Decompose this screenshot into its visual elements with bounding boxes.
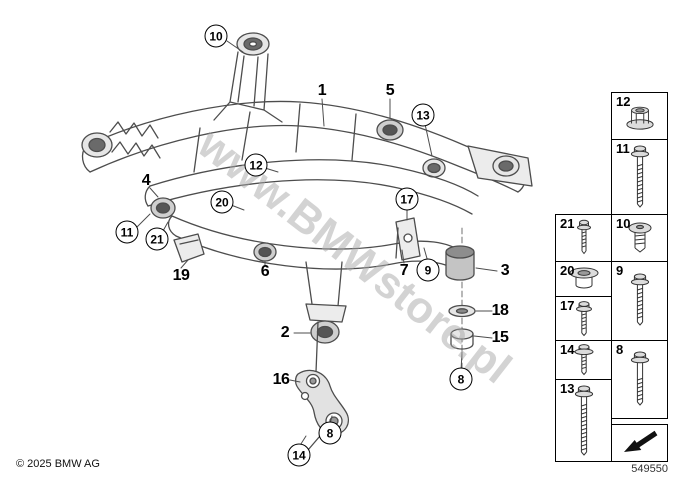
callout-11[interactable]: 11 — [115, 220, 139, 244]
callout-8[interactable]: 8 — [318, 421, 342, 445]
direction-arrow-cell — [611, 424, 668, 462]
callout-13[interactable]: 13 — [411, 103, 435, 127]
direction-arrow-icon — [623, 430, 657, 452]
callout-6[interactable]: 6 — [260, 263, 270, 280]
callout-5[interactable]: 5 — [385, 82, 395, 99]
callout-7[interactable]: 7 — [399, 262, 409, 279]
fastener-cell-13[interactable]: 13 — [555, 379, 612, 462]
fastener-number: 9 — [616, 263, 624, 278]
fastener-cell-21[interactable]: 21 — [555, 214, 612, 262]
callout-3[interactable]: 3 — [500, 262, 510, 279]
callout-20[interactable]: 20 — [210, 190, 234, 214]
fastener-number: 11 — [616, 141, 630, 156]
callout-21[interactable]: 21 — [145, 227, 169, 251]
fastener-cell-9[interactable]: 9 — [611, 261, 668, 341]
expansion-rivet-icon — [628, 222, 651, 253]
washer-bolt-icon — [574, 344, 593, 376]
fastener-cell-14[interactable]: 14 — [555, 340, 612, 380]
fastener-cell-11[interactable]: 11 — [611, 139, 668, 215]
sleeve-bushing-icon — [569, 267, 598, 289]
callout-2[interactable]: 2 — [280, 324, 290, 341]
fastener-cell-10[interactable]: 10 — [611, 214, 668, 262]
long-bolt-icon — [574, 385, 593, 456]
flange-nut-icon — [625, 106, 654, 130]
fastener-number: 14 — [560, 342, 575, 357]
long-bolt-icon — [630, 145, 649, 208]
fastener-number: 10 — [616, 216, 631, 231]
fastener-number: 21 — [560, 216, 575, 231]
fastener-number: 20 — [560, 263, 575, 278]
fastener-cell-17[interactable]: 17 — [555, 296, 612, 341]
fastener-number: 8 — [616, 342, 624, 357]
callout-12[interactable]: 12 — [244, 153, 268, 177]
callout-19[interactable]: 19 — [172, 267, 190, 284]
diagram-number: 549550 — [631, 463, 668, 475]
fastener-number: 12 — [616, 94, 631, 109]
fastener-cell-12[interactable]: 12 — [611, 92, 668, 140]
fastener-number: 17 — [560, 298, 575, 313]
callout-16[interactable]: 16 — [272, 371, 290, 388]
fastener-cell-20[interactable]: 20 — [555, 261, 612, 297]
callout-17[interactable]: 17 — [395, 187, 419, 211]
callout-4[interactable]: 4 — [141, 172, 151, 189]
fastener-cell-8[interactable]: 8 — [611, 340, 668, 419]
hex-bolt-icon — [575, 300, 592, 336]
callout-15[interactable]: 15 — [491, 329, 509, 346]
flange-bolt-long-icon — [630, 351, 649, 406]
flange-bolt-icon — [630, 273, 649, 326]
small-screw-icon — [576, 219, 591, 255]
fastener-number: 13 — [560, 381, 575, 396]
callout-14[interactable]: 14 — [287, 443, 311, 467]
callout-1[interactable]: 1 — [317, 82, 327, 99]
callout-10[interactable]: 10 — [204, 24, 228, 48]
copyright: © 2025 BMW AG — [16, 458, 100, 470]
callout-9[interactable]: 9 — [416, 258, 440, 282]
callout-8[interactable]: 8 — [449, 367, 473, 391]
callout-18[interactable]: 18 — [491, 302, 509, 319]
